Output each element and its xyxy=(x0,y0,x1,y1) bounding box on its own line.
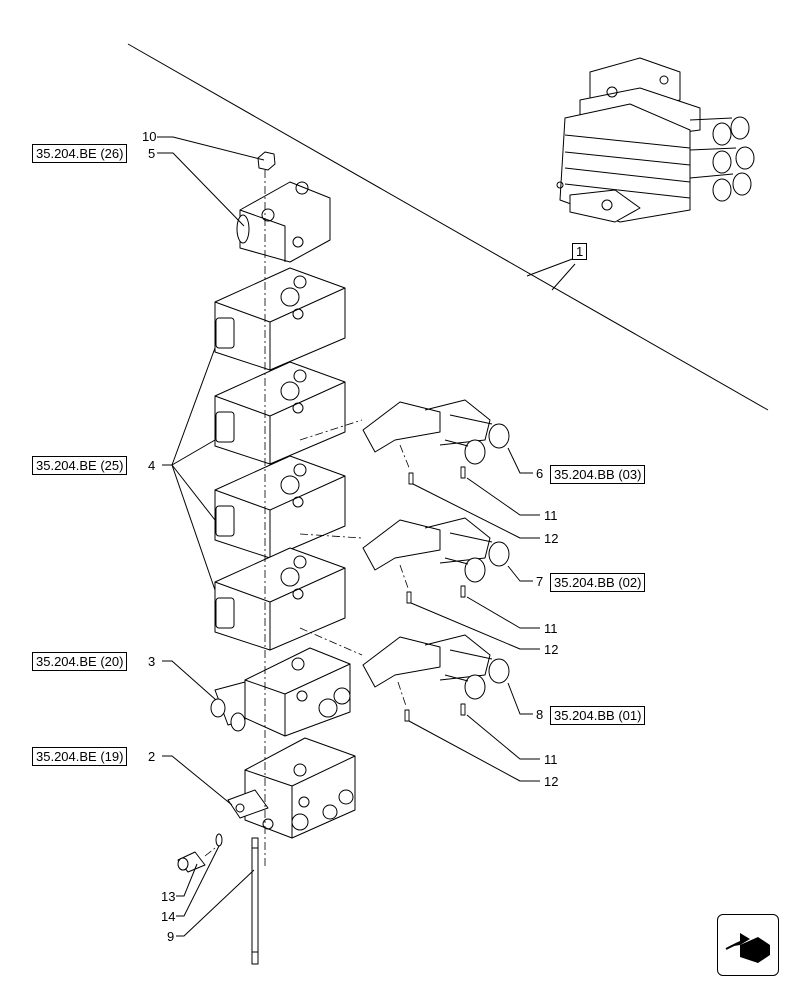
callout-14: 14 xyxy=(161,909,176,924)
callout-11: 11 xyxy=(544,752,558,767)
callout-6: 6 xyxy=(536,466,544,481)
valve-section-block xyxy=(214,267,346,371)
screw-part-11-12 xyxy=(404,466,466,722)
valve-section-part-3 xyxy=(210,647,351,737)
coupler-block-part-8 xyxy=(362,634,510,700)
callout-12: 12 xyxy=(544,642,559,657)
callout-7: 7 xyxy=(536,574,544,589)
reference-box-35-204-be-25[interactable]: 35.204.BE (25) xyxy=(32,456,128,475)
inset-couplers xyxy=(689,116,755,202)
callout-13: 13 xyxy=(161,889,176,904)
callout-5: 5 xyxy=(148,146,156,161)
callout-9: 9 xyxy=(167,929,175,944)
reference-box-35-204-bb-01[interactable]: 35.204.BB (01) xyxy=(550,706,646,725)
washer-part-14 xyxy=(215,833,223,847)
coupler-block-part-6 xyxy=(362,399,510,465)
reference-box-35-204-be-26[interactable]: 35.204.BE (26) xyxy=(32,144,128,163)
reference-box-35-204-bb-02[interactable]: 35.204.BB (02) xyxy=(550,573,646,592)
reference-box-35-204-bb-03[interactable]: 35.204.BB (03) xyxy=(550,465,646,484)
screw-part-13 xyxy=(177,851,206,873)
reference-box-35-204-be-19[interactable]: 35.204.BE (19) xyxy=(32,747,128,766)
callout-12: 12 xyxy=(544,774,559,789)
callout-2: 2 xyxy=(148,749,156,764)
callout-12: 12 xyxy=(544,531,559,546)
callout-1: 1 xyxy=(572,243,588,260)
leader-lines xyxy=(157,136,540,937)
tie-rod-part-9 xyxy=(251,837,259,965)
inset-divider-lines xyxy=(127,43,769,411)
end-cover-part-5 xyxy=(236,181,331,263)
callout-4: 4 xyxy=(148,458,156,473)
callout-11: 11 xyxy=(544,621,558,636)
nut-part-10 xyxy=(257,151,276,171)
assembled-valve-inset xyxy=(556,57,755,223)
valve-section-block xyxy=(214,361,346,465)
callout-8: 8 xyxy=(536,707,544,722)
valve-section-block xyxy=(214,455,346,559)
callout-3: 3 xyxy=(148,654,156,669)
callout-11: 11 xyxy=(544,508,558,523)
inlet-section-part-2 xyxy=(227,737,356,839)
reference-box-35-204-be-20[interactable]: 35.204.BE (20) xyxy=(32,652,128,671)
coupler-block-part-7 xyxy=(362,517,510,583)
next-page-button[interactable] xyxy=(717,914,779,976)
assembly-axis-lines xyxy=(204,170,411,868)
callout-10: 10 xyxy=(142,129,157,144)
next-page-arrow-icon xyxy=(725,933,770,963)
valve-section-block xyxy=(214,547,346,651)
